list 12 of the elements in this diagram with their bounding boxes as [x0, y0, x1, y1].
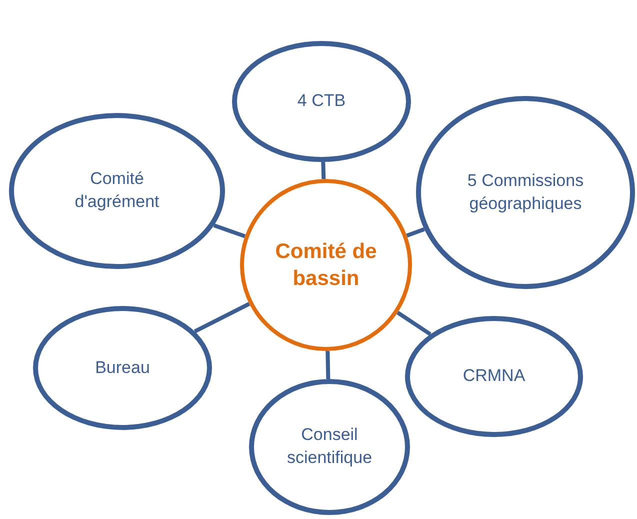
node-label: CRMNA — [462, 365, 526, 388]
connector-line — [406, 227, 425, 238]
node-label: Comité de bassin — [274, 238, 378, 292]
node-label: 4 CTB — [297, 90, 346, 112]
node-label: Conseil scientifique — [286, 424, 374, 469]
connector-line — [326, 350, 330, 380]
node-label: Bureau — [95, 356, 150, 379]
connector-line — [396, 310, 432, 336]
connector-line — [213, 223, 246, 238]
node-label: 5 Commissions géographiques — [466, 170, 585, 214]
connector-line — [321, 162, 326, 180]
node-label: Comité d'agrément — [74, 168, 160, 213]
